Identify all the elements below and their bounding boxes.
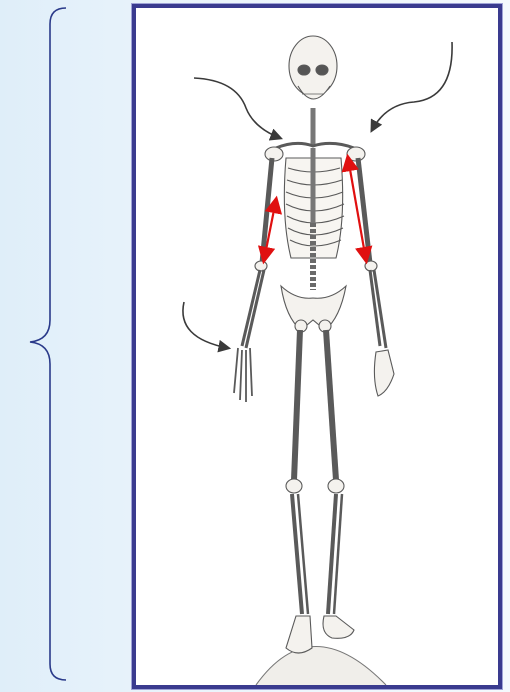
pointer-arrow-hand	[183, 302, 228, 348]
right-arm-bones	[234, 158, 272, 402]
skeleton-illustration	[136, 8, 498, 685]
curly-brace-icon	[10, 0, 70, 692]
left-arm-bones	[358, 158, 394, 396]
pointer-arrow-right-shoulder	[372, 42, 452, 130]
skull	[289, 36, 337, 99]
pointer-arrow-left-shoulder	[194, 78, 280, 138]
skeleton-figure-frame	[132, 4, 502, 689]
figure-caption	[136, 677, 498, 682]
pelvis	[281, 286, 346, 332]
